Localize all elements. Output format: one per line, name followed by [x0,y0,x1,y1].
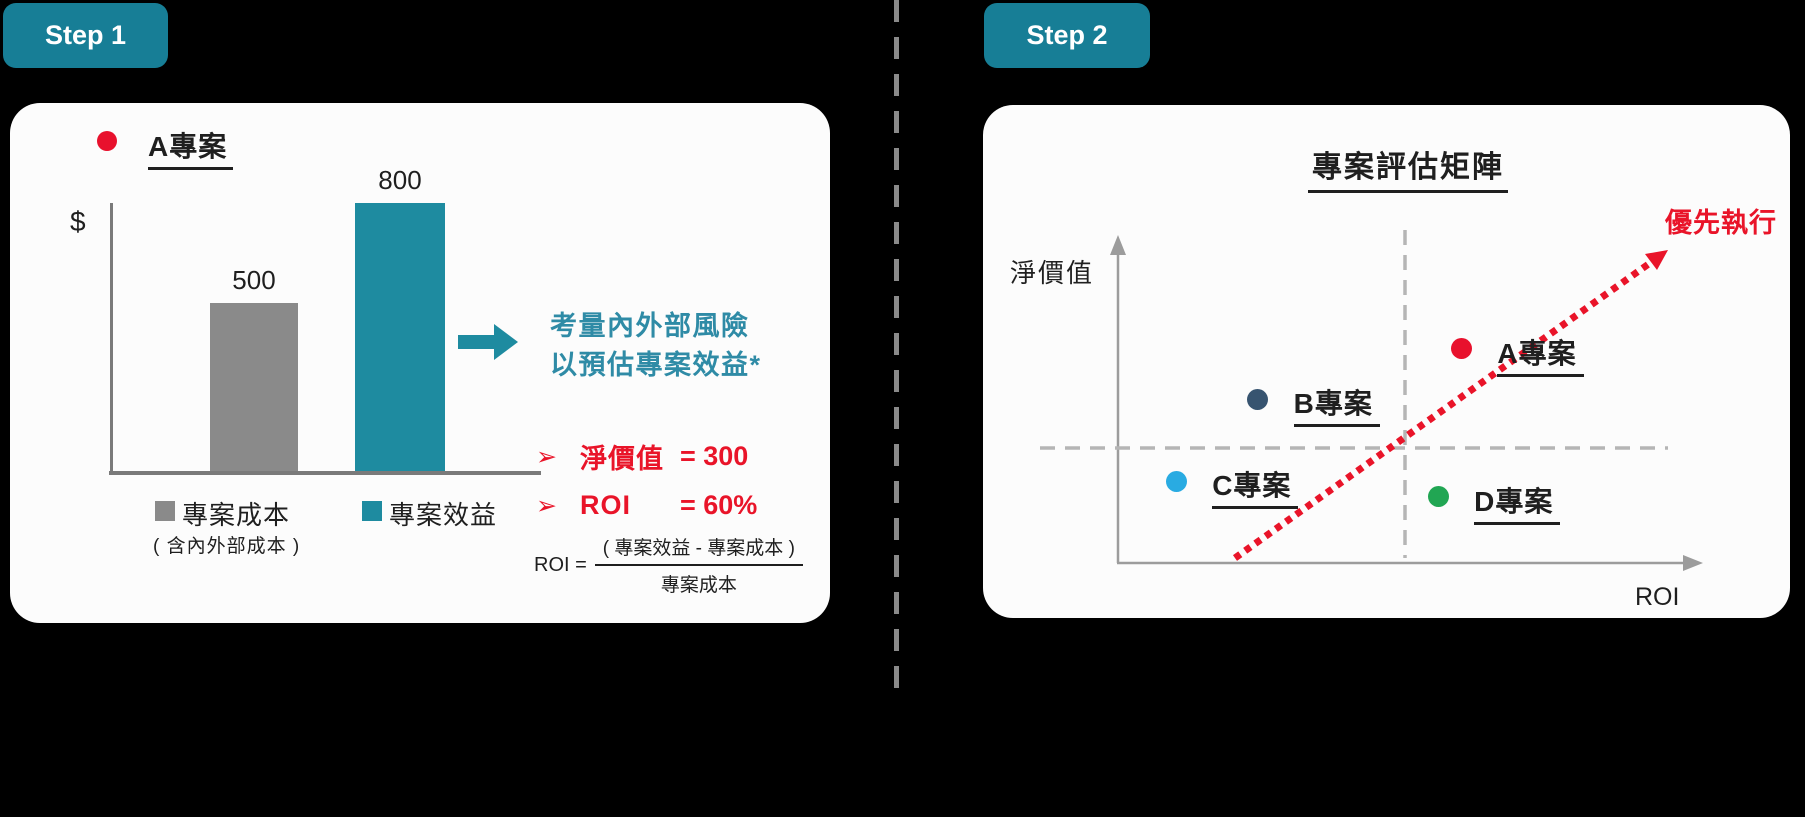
step1-card: A專案 $ 500 800 專案成本 專案效益 ( 含內外部成本 ) 考量內外部… [10,103,830,623]
matrix-plot [1040,230,1703,571]
formula-numerator: ( 專案效益 - 專案成本 ) [594,533,803,566]
y-axis-dollar-label: $ [70,206,86,237]
formula-denominator: 專案成本 [660,575,737,596]
arrow-bullet-icon: ➢ [536,491,557,520]
bar-project-cost [210,303,298,471]
point-a-label: A專案 [1497,332,1584,377]
roi-formula: ROI = ( 專案效益 - 專案成本 ) 專案成本 [534,533,803,597]
step1-badge: Step 1 [3,3,168,68]
step2-card: 專案評估矩陣 淨價值 ROI 優先執行 A專案 B專案 C專案 D專案 [983,105,1790,618]
section-divider [894,0,899,700]
cost-footnote: ( 含內外部成本 ) [153,536,301,557]
matrix-title: 專案評估矩陣 [1308,142,1508,193]
bar-chart-x-axis [109,471,541,475]
risk-note-line2: 以預估專案效益* [550,350,762,380]
project-a-title: A專案 [148,125,234,170]
roi-value: = 60% [680,490,758,520]
formula-lhs: ROI = [534,553,587,576]
arrow-bullet-icon: ➢ [536,442,557,471]
matrix-y-axis-label: 淨價值 [1010,258,1095,288]
y-axis-arrowhead-icon [1110,235,1126,255]
point-b-label: B專案 [1293,382,1380,428]
matrix-x-axis-label: ROI [1635,583,1680,611]
step2-badge: Step 2 [984,3,1150,68]
right-block-arrow-icon [458,324,518,360]
legend-label-cost: 專案成本 [182,500,291,530]
point-c-label: C專案 [1212,464,1299,510]
npv-value: = 300 [680,441,749,471]
project-a-bullet-dot [97,131,117,151]
risk-note-line1: 考量內外部風險 [550,311,750,341]
point-c-dot [1165,470,1187,492]
bar-value-benefit: 800 [378,165,422,195]
bar-chart-y-axis [110,203,113,474]
roi-metric-row: ➢ ROI = 60% [536,490,757,521]
matrix-title-wrap: 專案評估矩陣 [1208,142,1608,193]
point-b-dot [1247,388,1269,410]
priority-arrow-label: 優先執行 [1665,208,1777,238]
npv-metric-row: ➢ 淨價值 = 300 [536,437,748,476]
bar-value-cost: 500 [232,265,276,295]
priority-arrowhead-icon [1645,250,1668,270]
legend-label-benefit: 專案效益 [389,500,498,530]
point-a-dot [1450,338,1472,360]
priority-dotted-line [1232,260,1653,561]
legend-swatch-cost [155,501,175,521]
legend-swatch-benefit [362,501,382,521]
bar-project-benefit [355,203,445,471]
x-axis-arrowhead-icon [1683,555,1703,571]
formula-fraction: ( 專案效益 - 專案成本 ) 專案成本 [594,533,803,597]
roi-label: ROI [580,490,632,520]
risk-note-text: 考量內外部風險 以預估專案效益* [550,307,762,385]
point-d-dot [1427,486,1449,508]
point-d-label: D專案 [1474,480,1561,525]
npv-label: 淨價值 [580,444,664,474]
